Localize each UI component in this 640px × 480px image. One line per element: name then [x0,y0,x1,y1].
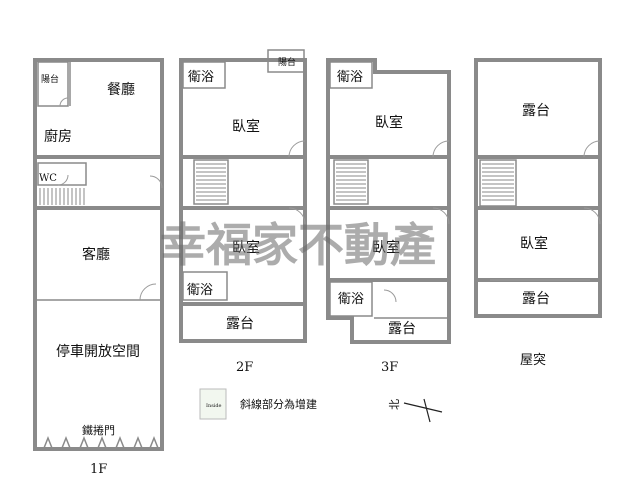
room-label-terrace-bottom: 露台 [522,291,550,307]
room-label-living: 客廳 [82,246,110,263]
bath-wall [182,61,226,89]
room-label-bedroom: 臥室 [520,235,548,252]
stair-3f [336,163,366,201]
door-arc [583,207,601,225]
stair-box [333,159,369,205]
room-label-bath-bottom: 衛浴 [187,283,213,298]
floor-label-2f: 2F [236,360,253,375]
room-label-balcony: 陽台 [41,73,59,85]
balcony-wall [37,61,69,107]
room-label-terrace: 露台 [226,316,254,332]
bath-wall [329,61,373,89]
room-label-bath-top: 衛浴 [188,70,214,85]
floor-1f: 陽台 餐廳 廚房 WC 客廳 停車開放空間 鐵捲門 1F [33,58,164,477]
bath-wall [329,281,373,317]
room-label-bath-top: 衛浴 [337,70,363,85]
floor-1f-outline [33,58,164,451]
door-arc [583,140,601,158]
door-arc [149,175,163,189]
room-label-bedroom-mid: 臥室 [372,239,400,256]
floor-3f: 衛浴 臥室 臥室 衛浴 露台 3F [326,58,451,375]
rolling-gate [43,435,159,449]
floor-2f: 陽台 衛浴 臥室 臥室 衛浴 露台 2F [179,49,307,375]
floor-2f-outline [179,58,307,343]
room-label-dining: 餐廳 [107,81,135,98]
legend-text: 斜線部分為增建 [240,397,317,411]
compass: 北 [388,398,443,423]
balcony-wall [267,49,305,73]
room-label-bedroom-mid: 臥室 [232,239,260,256]
room-label-parking: 停車開放空間 [56,343,140,360]
door-arc [288,140,306,158]
room-label-bedroom-top: 臥室 [232,118,260,135]
compass-arrow-icon [403,402,443,413]
room-label-terrace-top: 露台 [522,103,550,119]
room-label-kitchen: 廚房 [44,128,72,145]
legend-swatch [199,388,227,420]
door-arc [432,140,450,158]
stair-2f [196,163,226,201]
door-arc [57,174,69,186]
room-label-bath-bottom: 衛浴 [338,292,364,307]
door-arc [139,283,157,301]
floor-roof: 露台 臥室 露台 屋突 [474,58,602,368]
compass-cross-icon [423,398,431,423]
legend: Inside 斜線部分為增建 [199,388,317,420]
door-arc [383,289,397,303]
room-label-terrace: 露台 [388,321,416,337]
room-label-wc: WC [39,173,57,184]
door-arc [288,207,306,225]
stair-roof [482,163,514,201]
room-label-gate: 鐵捲門 [82,423,115,437]
floor-label-1f: 1F [90,462,107,477]
bath-wall [182,271,228,301]
wc-wall [37,162,87,186]
door-arc [432,207,450,225]
room-label-balcony: 陽台 [278,56,296,68]
watermark: 幸福家不動產 [160,218,436,272]
compass-label: 北 [388,399,401,410]
legend-swatch-text: Inside [206,403,222,409]
floor-roof-outline [474,58,602,318]
stair-1f [39,188,85,205]
floor-label-roof: 屋突 [520,352,546,368]
stair-box [479,159,517,207]
door-arc [59,97,69,107]
room-label-bedroom-top: 臥室 [375,114,403,131]
floor-label-3f: 3F [381,360,398,375]
floor-3f-outline [326,58,451,344]
stair-box [193,159,229,205]
